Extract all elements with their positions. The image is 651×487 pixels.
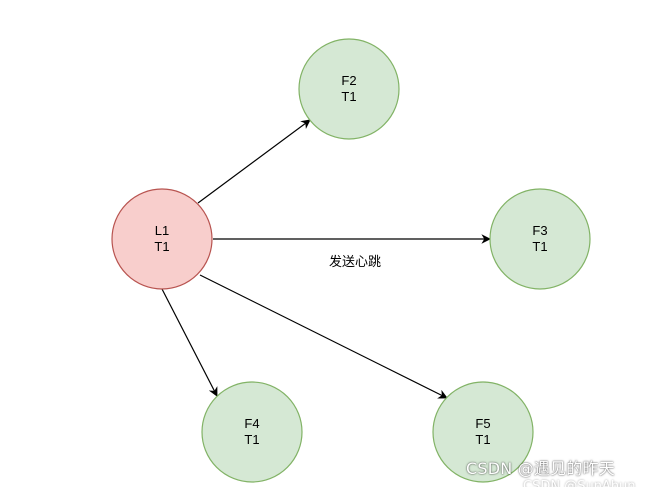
node-f5-term: T1	[475, 432, 490, 447]
node-f4-term: T1	[244, 432, 259, 447]
watermark: CSDN @遇见的昨天	[466, 459, 615, 478]
edge-l1-f4	[161, 288, 218, 397]
edge-l1-f2	[197, 119, 311, 204]
edge-l1-f5	[199, 274, 448, 399]
node-f5: F5 T1	[432, 381, 534, 483]
watermark-sub: CSDN @SunAhun	[523, 479, 636, 487]
node-f3-name: F3	[532, 223, 547, 238]
node-f3: F3 T1	[489, 188, 591, 290]
node-f3-term: T1	[532, 239, 547, 254]
node-f4: F4 T1	[201, 381, 303, 483]
node-f2-name: F2	[341, 73, 356, 88]
node-f5-name: F5	[475, 416, 490, 431]
node-l1-name: L1	[155, 223, 169, 238]
node-l1: L1 T1	[111, 188, 213, 290]
node-f4-name: F4	[244, 416, 259, 431]
node-f2-term: T1	[341, 89, 356, 104]
node-f2: F2 T1	[298, 38, 400, 140]
edge-label-heartbeat: 发送心跳	[329, 254, 381, 270]
node-l1-term: T1	[154, 239, 169, 254]
